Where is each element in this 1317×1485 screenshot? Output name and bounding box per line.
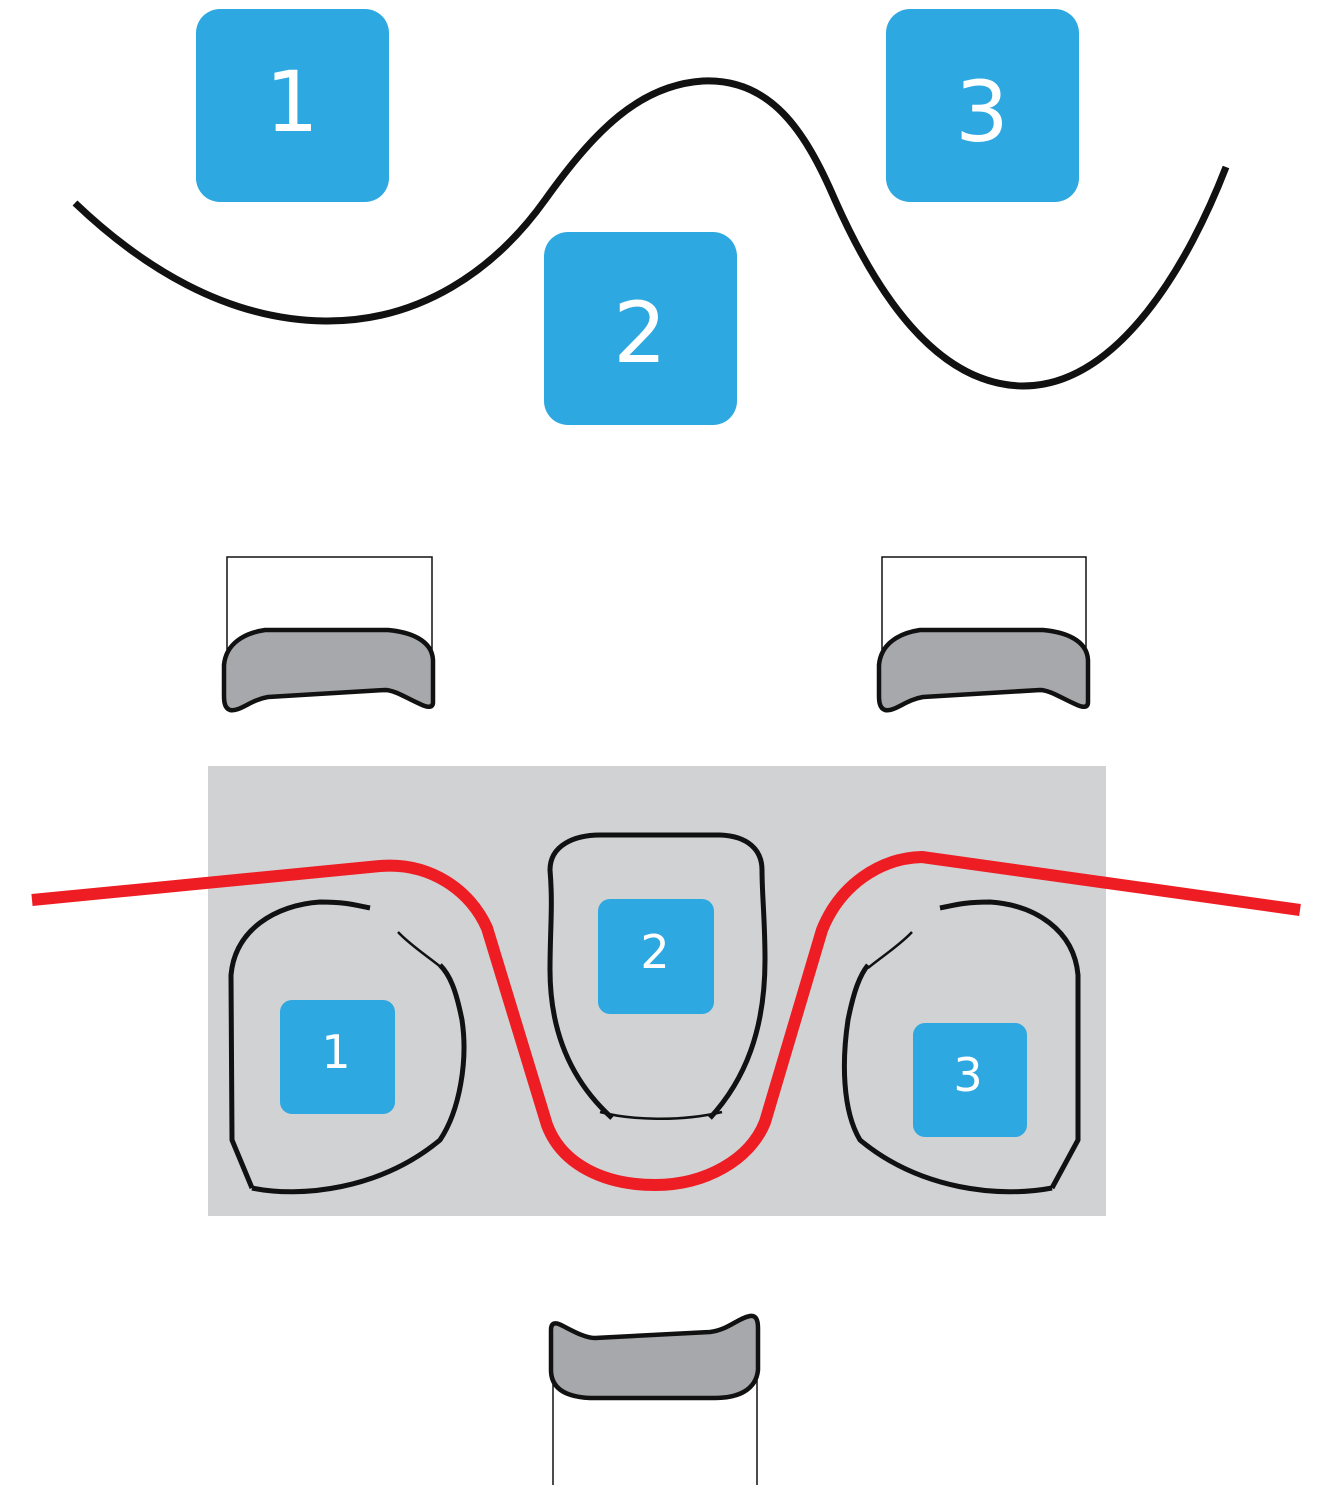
- roller-2: 2: [547, 832, 768, 1120]
- top-badge-2: 2: [544, 232, 737, 425]
- roller-3: 3: [841, 899, 1081, 1195]
- thread-path: [31, 851, 1301, 1191]
- top-badge-2-label: 2: [613, 284, 666, 382]
- roller-1-inner-line: [397, 931, 443, 969]
- upper-part-left-shoe: [221, 627, 436, 713]
- upper-part-left-bracket: [226, 556, 433, 650]
- roller-2-outline: [547, 832, 768, 1120]
- top-wave-section: 1 2 3: [72, 9, 1230, 425]
- roller-1: 1: [228, 899, 467, 1195]
- lower-part-bracket: [552, 1380, 758, 1485]
- upper-part-right-shoe: [876, 627, 1091, 713]
- upper-part-right: [876, 556, 1091, 713]
- roller-2-bottom-line: [599, 1110, 723, 1120]
- top-badge-1: 1: [196, 9, 389, 202]
- roller-2-badge-label: 2: [640, 925, 669, 979]
- top-badge-1-label: 1: [265, 53, 318, 151]
- roller-2-badge: [598, 899, 714, 1014]
- top-badge-3-label: 3: [955, 63, 1008, 161]
- wave-curve: [72, 77, 1230, 390]
- roller-3-badge: [913, 1023, 1027, 1137]
- top-badge-3: 3: [886, 9, 1079, 202]
- lower-part-shoe: [548, 1313, 761, 1401]
- upper-part-right-bracket: [881, 556, 1087, 650]
- roller-1-outline-bottom: [251, 963, 467, 1195]
- roller-3-outline-bottom: [841, 963, 1053, 1195]
- lower-part: [548, 1313, 761, 1485]
- assembly-section: 1 2 3: [31, 766, 1301, 1216]
- roller-1-badge: [280, 1000, 395, 1114]
- upper-part-left: [221, 556, 436, 713]
- roller-3-inner-line: [867, 931, 913, 969]
- roller-3-outline: [939, 899, 1081, 1190]
- roller-3-badge-label: 3: [953, 1048, 982, 1102]
- roller-1-outline: [228, 899, 371, 1189]
- roller-1-badge-label: 1: [321, 1025, 350, 1079]
